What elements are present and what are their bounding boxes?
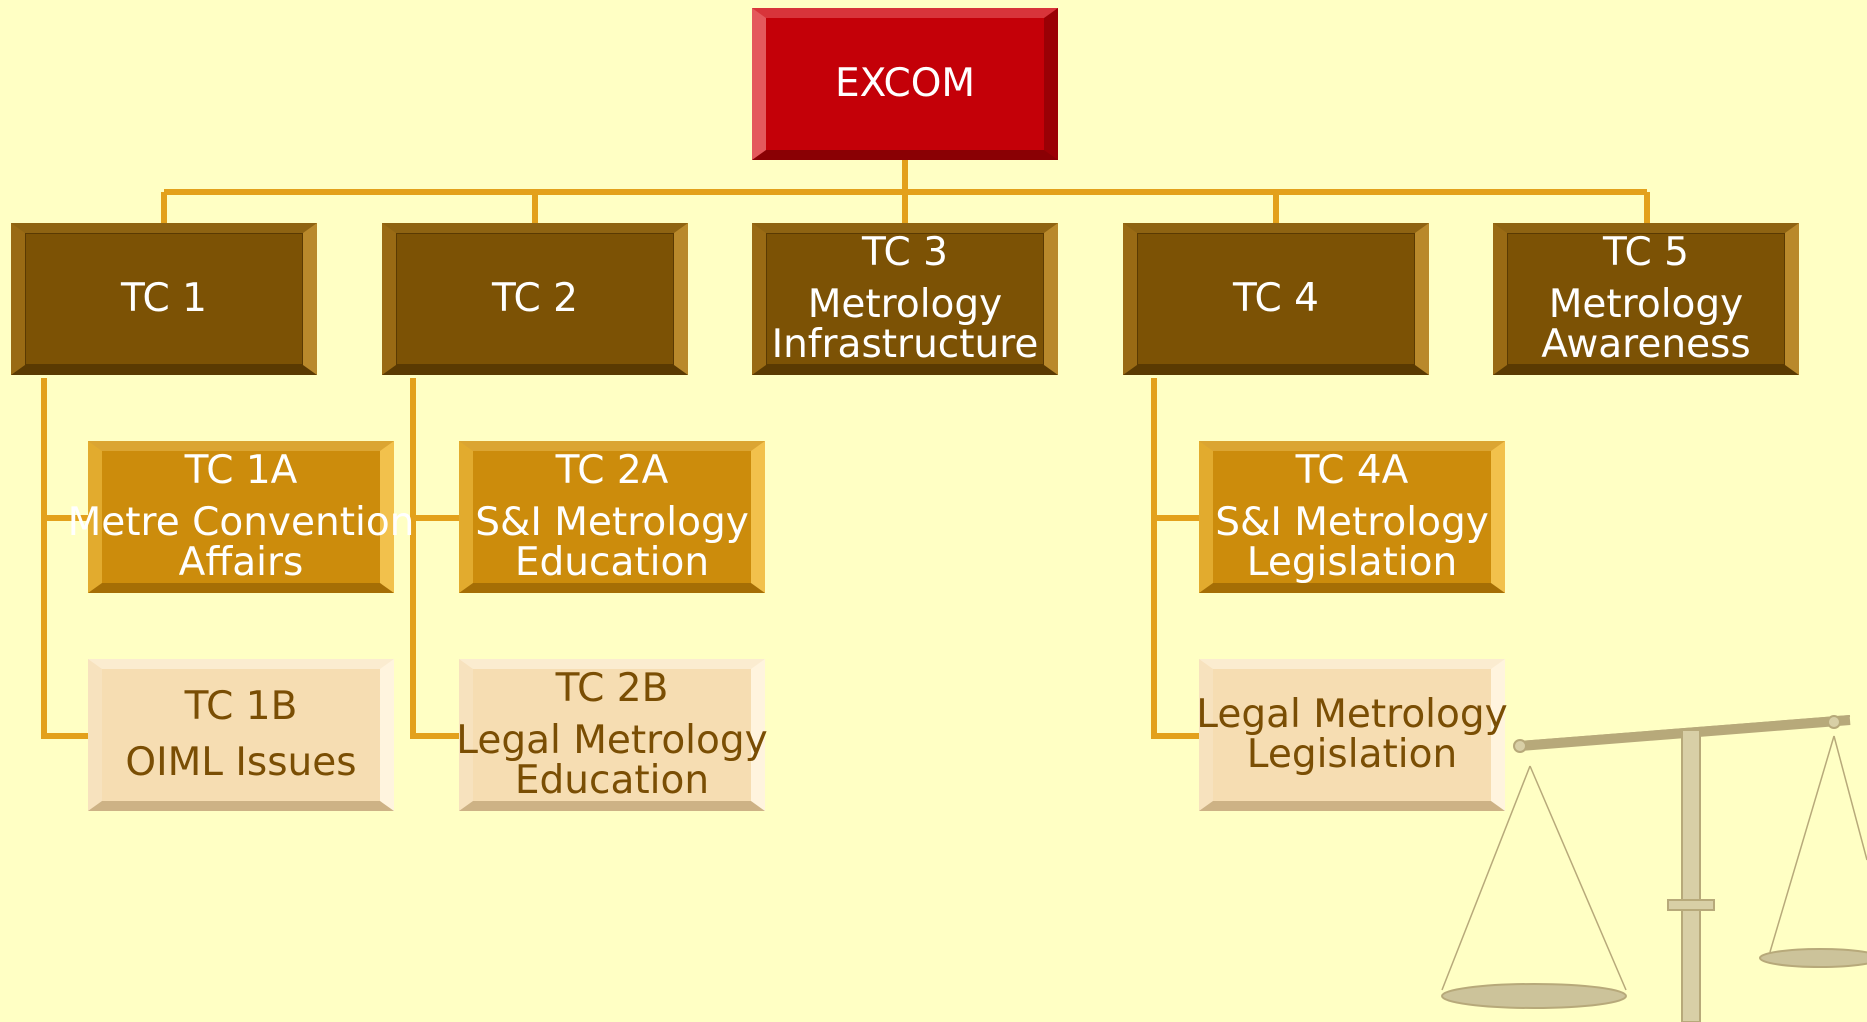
tc4a-name-line2: Legislation xyxy=(1246,540,1458,585)
tc3-box: TC 3 Metrology Infrastructure xyxy=(752,223,1058,375)
balance-scale-icon xyxy=(1441,715,1867,1022)
tc2-title: TC 2 xyxy=(492,276,578,321)
excom-label: EXCOM xyxy=(834,61,976,106)
tc2b-box: TC 2B Legal Metrology Education xyxy=(456,659,768,811)
tc2b-name-line2: Education xyxy=(514,758,710,803)
tc1a-name-line1: Metre Convention xyxy=(67,500,415,545)
tc5-name-line2: Awareness xyxy=(1541,322,1751,367)
tc1a-box: TC 1A Metre Convention Affairs xyxy=(68,441,414,593)
tc4-title: TC 4 xyxy=(1233,276,1319,321)
tc2a-title: TC 2A xyxy=(555,448,669,493)
tc4a-box: TC 4A S&I Metrology Legislation xyxy=(1199,441,1505,593)
tc1-box: TC 1 xyxy=(11,223,317,375)
tc2b-name-line1: Legal Metrology xyxy=(456,718,768,763)
tc2a-box: TC 2A S&I Metrology Education xyxy=(459,441,765,593)
tc2a-name-line1: S&I Metrology xyxy=(475,500,749,545)
tc4b-name-line2: Legislation xyxy=(1246,732,1458,777)
tc1b-box: TC 1B OIML Issues xyxy=(88,659,394,811)
tc4a-name-line1: S&I Metrology xyxy=(1215,500,1489,545)
tc4b-box: Legal Metrology Legislation xyxy=(1196,659,1508,811)
tc1a-title: TC 1A xyxy=(184,448,298,493)
tc1b-name-line1: OIML Issues xyxy=(125,740,357,785)
tc3-name-line1: Metrology xyxy=(807,282,1003,327)
tc4a-title: TC 4A xyxy=(1295,448,1409,493)
tc4b-name-line1: Legal Metrology xyxy=(1196,692,1508,737)
tc3-name-line2: Infrastructure xyxy=(771,322,1039,367)
tc5-name-line1: Metrology xyxy=(1548,282,1744,327)
tc1-title: TC 1 xyxy=(121,276,207,321)
tc5-box: TC 5 Metrology Awareness xyxy=(1493,223,1799,375)
excom-box: EXCOM xyxy=(752,8,1058,160)
tc3-title: TC 3 xyxy=(862,230,948,275)
tc4-box: TC 4 xyxy=(1123,223,1429,375)
tc2-box: TC 2 xyxy=(382,223,688,375)
tc2a-name-line2: Education xyxy=(514,540,710,585)
tc1b-title: TC 1B xyxy=(184,684,298,729)
tc2b-title: TC 2B xyxy=(555,666,669,711)
tc5-title: TC 5 xyxy=(1603,230,1689,275)
tc1a-name-line2: Affairs xyxy=(178,540,304,585)
